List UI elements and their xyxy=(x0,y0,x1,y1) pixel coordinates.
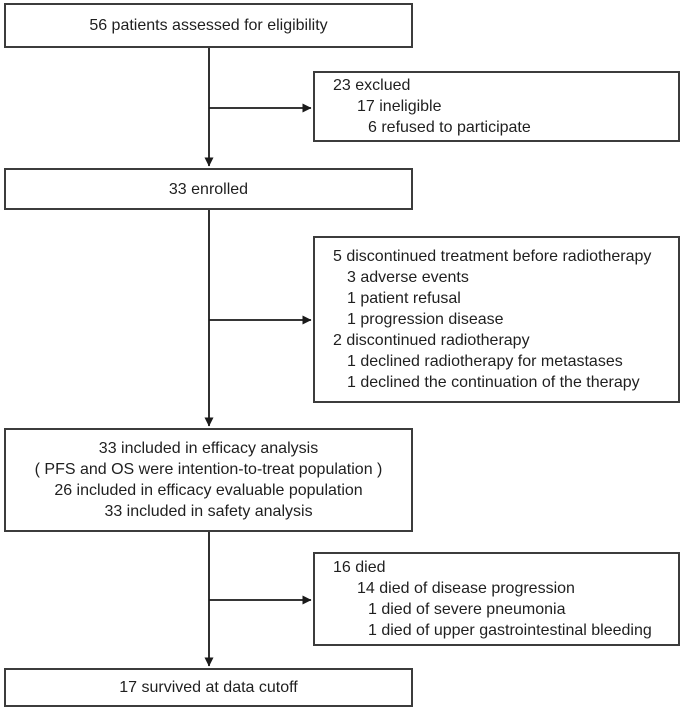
flow-line: 2 discontinued radiotherapy xyxy=(333,332,530,349)
flow-line: 1 progression disease xyxy=(347,311,504,328)
flow-line: 6 refused to participate xyxy=(368,119,531,136)
flow-line: ( PFS and OS were intention-to-treat pop… xyxy=(34,461,383,478)
flow-line: 17 ineligible xyxy=(357,98,442,115)
box-eligibility: 56 patients assessed for eligibility xyxy=(4,3,413,48)
box-survived-text: 17 survived at data cutoff xyxy=(119,679,298,696)
box-excluded: 23 exclued 17 ineligible 6 refused to pa… xyxy=(313,71,680,142)
flow-line: 23 exclued xyxy=(333,77,411,94)
box-enrolled: 33 enrolled xyxy=(4,168,413,210)
box-eligibility-text: 56 patients assessed for eligibility xyxy=(89,17,328,34)
flow-line: 33 included in efficacy analysis xyxy=(98,440,319,457)
flow-line: 33 included in safety analysis xyxy=(104,503,313,520)
flow-line: 3 adverse events xyxy=(347,269,469,286)
flow-line: 1 patient refusal xyxy=(347,290,461,307)
box-enrolled-text: 33 enrolled xyxy=(168,180,249,198)
flow-line: 16 died xyxy=(333,559,386,576)
box-died: 16 died 14 died of disease progression 1… xyxy=(313,552,680,646)
flow-line: 1 declined radiotherapy for metastases xyxy=(347,353,623,370)
flow-line: 26 included in efficacy evaluable popula… xyxy=(54,482,363,499)
flow-line: 1 died of upper gastrointestinal bleedin… xyxy=(368,622,652,639)
flow-line: 5 discontinued treatment before radiothe… xyxy=(333,248,652,265)
box-survived: 17 survived at data cutoff xyxy=(4,668,413,707)
box-efficacy: 33 included in efficacy analysis ( PFS a… xyxy=(4,428,413,532)
flow-line: 1 declined the continuation of the thera… xyxy=(347,374,640,391)
flow-line: 1 died of severe pneumonia xyxy=(368,601,566,618)
flow-line: 14 died of disease progression xyxy=(357,580,575,597)
box-discontinued: 5 discontinued treatment before radiothe… xyxy=(313,236,680,403)
